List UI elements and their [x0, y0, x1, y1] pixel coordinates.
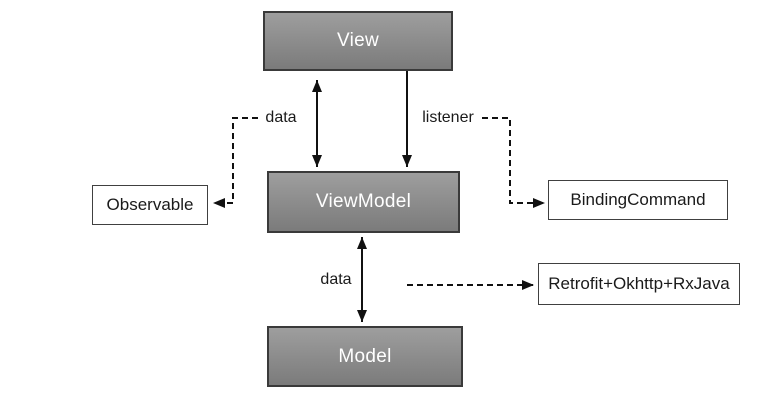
node-viewmodel: ViewModel: [267, 171, 460, 233]
edge-label-listener: listener: [422, 109, 474, 126]
node-observable: Observable: [92, 185, 208, 225]
node-bindingcommand: BindingCommand: [548, 180, 728, 220]
node-view: View: [263, 11, 453, 71]
node-model: Model: [267, 326, 463, 387]
edge-label-data-top: data: [265, 109, 297, 126]
node-retrofit-okhttp-rxjava: Retrofit+Okhttp+RxJava: [538, 263, 740, 305]
edge-listener-to-bindingcommand-dashed: [482, 117, 545, 208]
edge-data-to-observable-dashed: [213, 117, 258, 208]
edge-label-data-bottom: data: [320, 271, 352, 288]
